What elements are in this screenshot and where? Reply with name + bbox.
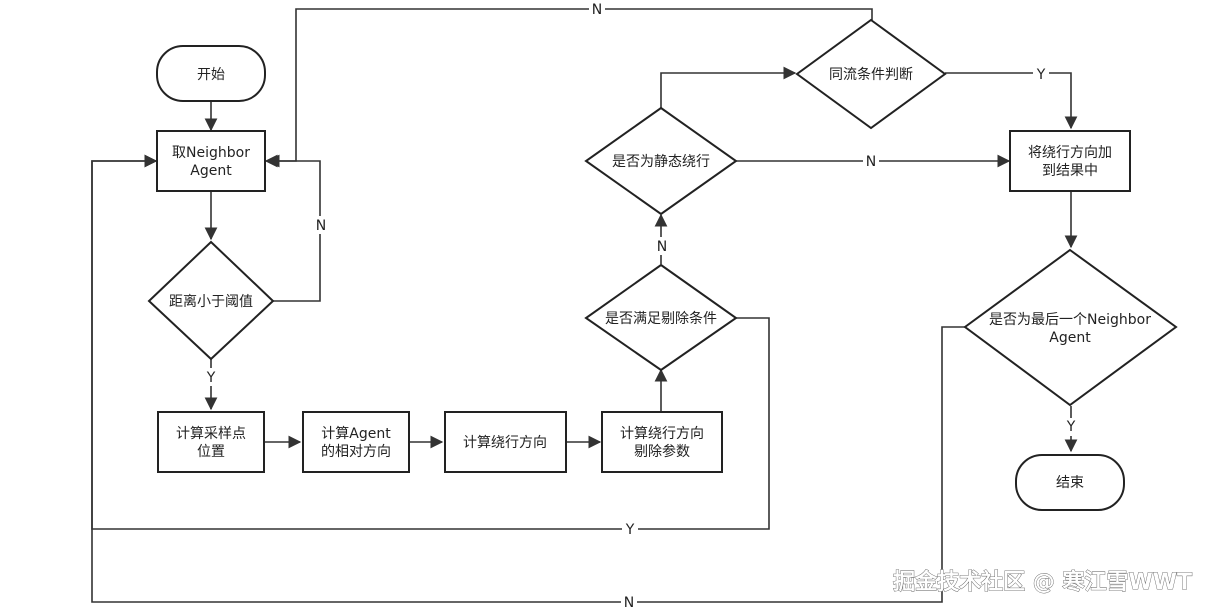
edge-label-lastcheck-yes: Y [1066, 419, 1076, 435]
node-add-result-line1: 将绕行方向加 [1028, 145, 1112, 161]
node-calc-sample-line1: 计算采样点 [176, 426, 246, 442]
edges [91, 8, 1078, 603]
node-last-check-line2: Agent [1049, 330, 1091, 346]
watermark-text: 掘金技术社区 @ 寒江雪WWT [893, 569, 1192, 595]
edge-label-distance-no: N [316, 218, 326, 234]
edge-sameflow-no-loop [266, 8, 873, 168]
node-calc-remove-line1: 计算绕行方向 [620, 426, 704, 442]
edge-label-sameflow-yes: Y [1036, 67, 1046, 83]
edge-lastcheck-no-loop [91, 154, 965, 603]
node-calc-sample: 计算采样点 位置 [157, 411, 265, 473]
node-same-flow: 同流条件判断 [795, 18, 947, 130]
node-calc-remove-line2: 剔除参数 [634, 443, 690, 460]
edge-static-yes-to-sameflow [660, 66, 797, 108]
node-same-flow-label: 同流条件判断 [829, 66, 913, 83]
node-static-check: 是否为静态绕行 [584, 106, 738, 216]
node-get-neighbor-line2: Agent [190, 163, 232, 179]
node-calc-relative: 计算Agent 的相对方向 [302, 411, 410, 473]
edge-labels: N N Y N N Y Y Y N [204, 1, 1079, 611]
node-get-neighbor-line1: 取Neighbor [172, 145, 250, 161]
edge-label-static-no: N [866, 154, 876, 170]
node-calc-remove: 计算绕行方向 剔除参数 [601, 411, 723, 473]
node-add-result-line2: 到结果中 [1042, 163, 1098, 179]
node-remove-check-label: 是否满足剔除条件 [605, 310, 717, 327]
node-calc-detour-label: 计算绕行方向 [463, 435, 547, 451]
edge-label-removecheck-yes: Y [625, 522, 635, 538]
edge-label-distance-yes: Y [206, 370, 216, 386]
node-calc-relative-line2: 的相对方向 [321, 444, 391, 460]
node-static-check-label: 是否为静态绕行 [612, 154, 710, 170]
node-distance-check: 距离小于阈值 [147, 240, 275, 361]
edge-sameflow-yes-to-add [945, 72, 1078, 130]
node-end-label: 结束 [1056, 475, 1084, 491]
node-remove-check: 是否满足剔除条件 [584, 263, 738, 372]
node-calc-sample-line2: 位置 [197, 444, 225, 460]
node-get-neighbor: 取Neighbor Agent [156, 130, 266, 192]
node-start: 开始 [156, 45, 266, 102]
node-last-check-line1: 是否为最后一个Neighbor [989, 312, 1151, 328]
node-add-result: 将绕行方向加 到结果中 [1009, 130, 1131, 192]
node-calc-relative-line1: 计算Agent [321, 426, 391, 442]
edge-label-lastcheck-no: N [624, 595, 634, 611]
node-start-label: 开始 [197, 67, 225, 83]
edge-distance-no-loop [264, 154, 321, 302]
node-end: 结束 [1015, 454, 1125, 511]
node-last-check: 是否为最后一个Neighbor Agent [963, 248, 1178, 407]
node-distance-check-label: 距离小于阈值 [169, 293, 253, 310]
node-calc-detour: 计算绕行方向 [444, 411, 567, 473]
edge-label-removecheck-no: N [657, 239, 667, 255]
edge-label-sameflow-no: N [592, 2, 602, 18]
